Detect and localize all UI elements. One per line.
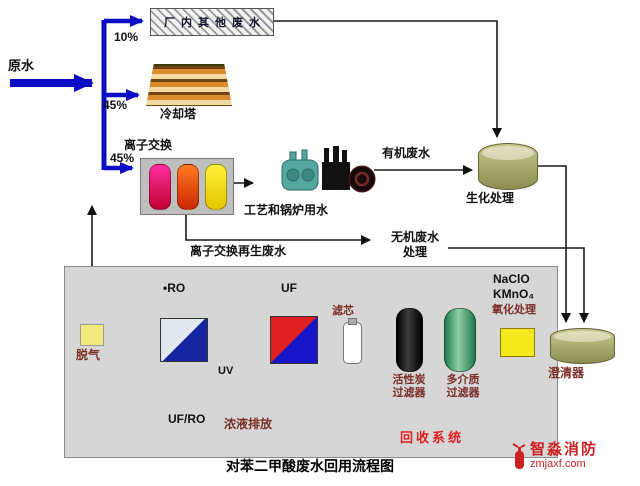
uf-label: UF — [281, 281, 297, 295]
multimedia-filter-icon — [444, 308, 476, 372]
factory-icon — [281, 146, 376, 193]
watermark-url: zmjaxf.com — [530, 458, 586, 470]
multimedia-filter-label: 多介质 过滤器 — [437, 374, 489, 400]
inorganic-line2: 处理 — [402, 245, 427, 259]
multimedia-line1: 多介质 — [446, 374, 480, 386]
concentrate-discharge-label: 浓液排放 — [224, 417, 273, 431]
watermark: 智淼消防 zmjaxf.com — [512, 442, 598, 472]
ion-exchange-label: 离子交换 — [124, 138, 173, 152]
biochemical-treatment-tank-icon — [478, 143, 538, 190]
ro-unit-icon — [160, 318, 208, 362]
oxidation-unit-icon — [500, 328, 535, 357]
clarifier-tank-icon — [550, 328, 615, 364]
cartridge-label: 滤芯 — [332, 305, 354, 317]
fire-extinguisher-icon — [512, 443, 526, 469]
diagram-caption: 对苯二甲酸废水回用流程图 — [226, 458, 394, 474]
recovery-system-label: 回收系统 — [400, 430, 465, 445]
activated-carbon-filter-label: 活性炭 过滤器 — [383, 374, 435, 400]
degas-label: 脱气 — [76, 348, 101, 362]
ion-column-red-icon — [149, 164, 171, 210]
process-boiler-water-label: 工艺和锅炉用水 — [244, 203, 329, 217]
organic-wastewater-label: 有机废水 — [382, 146, 431, 160]
blue-feed-arrows — [10, 15, 144, 174]
multimedia-line2: 过滤器 — [446, 387, 480, 399]
activated-carbon-filter-icon — [396, 308, 423, 372]
pct-ion-label: 45% — [110, 151, 135, 165]
ion-exchange-unit — [140, 158, 234, 215]
factory-other-wastewater-box: 厂内其他废水 — [150, 8, 274, 36]
cooling-tower-icon — [146, 64, 232, 106]
carbon-line1: 活性炭 — [392, 374, 426, 386]
ion-exchange-regen-label: 离子交换再生废水 — [190, 244, 287, 258]
watermark-text: 智淼消防 zmjaxf.com — [530, 442, 598, 472]
pct-cooling-label: 45% — [103, 98, 128, 112]
factory-other-wastewater-label: 厂内其他废水 — [164, 17, 266, 29]
uv-label: UV — [218, 365, 234, 377]
carbon-line2: 过滤器 — [392, 387, 426, 399]
pct-other-label: 10% — [114, 30, 139, 44]
inorganic-treatment-label: 无机废水 处理 — [382, 230, 448, 260]
watermark-name: 智淼消防 — [530, 441, 599, 458]
biochemical-treatment-label: 生化处理 — [466, 191, 515, 205]
inorganic-line1: 无机废水 — [390, 230, 439, 244]
raw-water-label: 原水 — [8, 58, 35, 73]
uf-ro-label: UF/RO — [168, 412, 206, 426]
degasser-icon — [80, 324, 104, 346]
ion-column-orange-icon — [177, 164, 199, 210]
clarifier-label: 澄清器 — [548, 366, 585, 380]
kmno4-label: KMnO₄ — [493, 287, 535, 301]
uf-unit-icon — [270, 316, 318, 364]
recovery-system-panel — [64, 266, 558, 458]
ion-column-yellow-icon — [205, 164, 227, 210]
naclo-label: NaClO — [493, 272, 530, 286]
filter-cartridge-icon — [343, 318, 362, 364]
cooling-tower-label: 冷却塔 — [160, 107, 197, 121]
oxidation-label: 氧化处理 — [492, 304, 536, 316]
ro-label: •RO — [163, 281, 186, 295]
